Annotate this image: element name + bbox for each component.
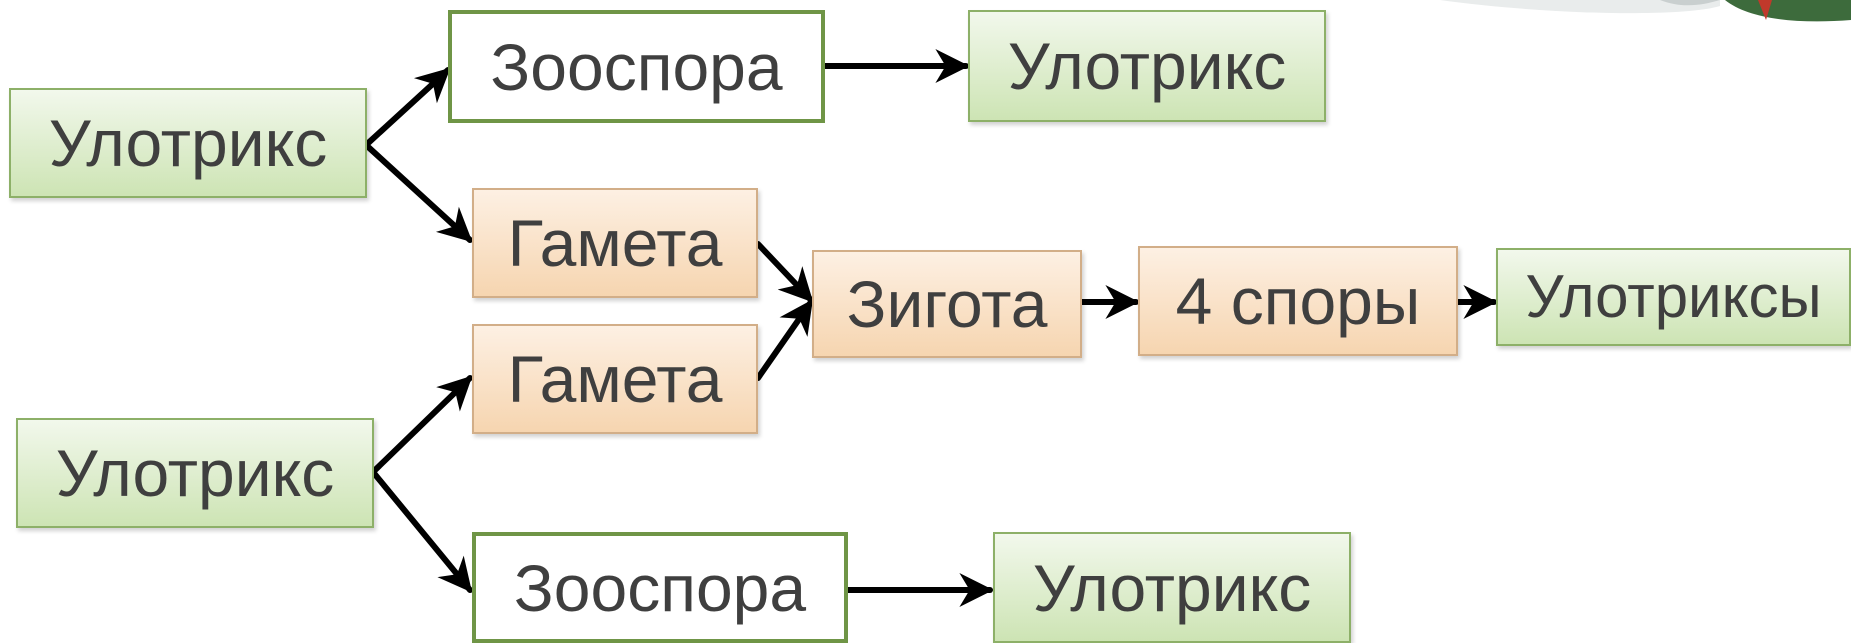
node-ulotrix-top: Улотрикс [9,88,367,198]
arrow-ulotrix-top-to-gamete [363,142,473,243]
node-ulotrix-top-result: Улотрикс [968,10,1326,122]
arrow-gamete-upper-to-zygote [755,241,814,303]
node-ulotrix-bottom: Улотрикс [16,418,374,528]
arrow-ulotrix-top-to-zoospore [363,67,451,148]
node-gamete-upper: Гамета [472,188,758,298]
node-zoospore-top: Зооспора [448,10,825,123]
node-four-spores: 4 споры [1138,246,1458,356]
node-zoospore-bottom: Зооспора [472,532,848,643]
node-ulotrixes: Улотриксы [1496,248,1851,346]
node-ulotrix-bottom-result: Улотрикс [993,532,1351,643]
node-zygote: Зигота [812,250,1082,358]
arrow-ulotrix-bottom-to-zoospore [370,469,473,593]
node-gamete-lower: Гамета [472,324,758,434]
arrow-gamete-lower-to-zygote [755,299,814,381]
decorative-plant-fragment [1440,0,1851,22]
arrow-ulotrix-bottom-to-gamete [370,375,473,475]
